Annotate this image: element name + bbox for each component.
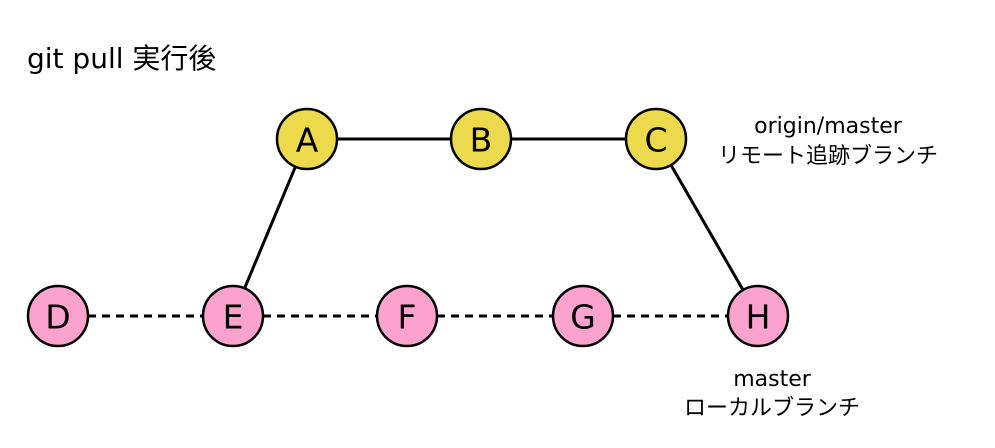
- commit-label-h: H: [746, 298, 771, 337]
- remote-branch-description: リモート追跡ブランチ: [718, 144, 938, 169]
- commit-node-f: F: [375, 284, 439, 348]
- commit-label-f: F: [398, 298, 417, 337]
- diagram-title: git pull 実行後: [27, 42, 216, 75]
- commit-label-c: C: [644, 121, 667, 160]
- commit-node-a: A: [275, 107, 339, 171]
- local-branch-name: master: [733, 367, 812, 392]
- remote-branch-name: origin/master: [754, 114, 903, 139]
- commit-node-g: G: [551, 284, 615, 348]
- commit-circle-c: [624, 107, 688, 171]
- edges-layer: [88, 137, 745, 318]
- commit-circle-f: [375, 284, 439, 348]
- commit-node-d: D: [26, 284, 90, 348]
- commit-node-e: E: [201, 284, 265, 348]
- commit-circle-g: [551, 284, 615, 348]
- local-branch-label: master ローカルブランチ: [684, 367, 860, 421]
- edge-e-a: [243, 166, 297, 289]
- commit-circle-a: [275, 107, 339, 171]
- commit-circle-b: [449, 107, 513, 171]
- commit-label-d: D: [45, 298, 70, 337]
- commit-label-e: E: [223, 298, 244, 337]
- commit-node-c: C: [624, 107, 688, 171]
- commit-circle-e: [201, 284, 265, 348]
- local-branch-description: ローカルブランチ: [684, 396, 860, 421]
- remote-branch-label: origin/master リモート追跡ブランチ: [718, 114, 938, 169]
- commit-label-g: G: [570, 298, 596, 337]
- commit-label-b: B: [470, 121, 493, 160]
- edge-c-h: [669, 164, 745, 291]
- commit-circle-h: [726, 284, 790, 348]
- commit-node-b: B: [449, 107, 513, 171]
- commit-node-h: H: [726, 284, 790, 348]
- commit-circle-d: [26, 284, 90, 348]
- commit-label-a: A: [296, 121, 319, 160]
